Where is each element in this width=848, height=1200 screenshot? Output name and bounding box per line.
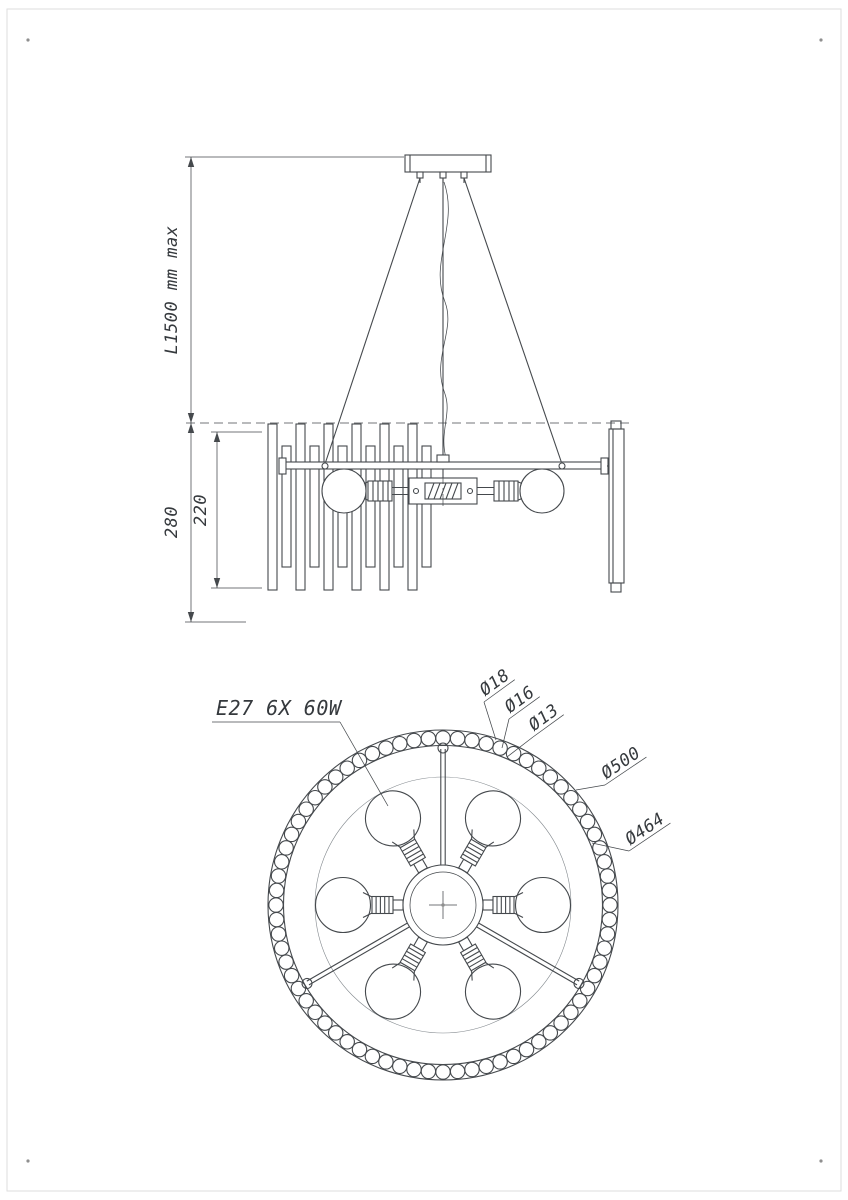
power-cord: [439, 181, 449, 459]
ceiling-canopy: [404, 154, 492, 183]
fixture-frame: [278, 454, 609, 475]
bead-dia-small-text: Ø13: [525, 700, 563, 735]
label-outer-dia: Ø500: [575, 743, 647, 791]
center-hub: [402, 864, 484, 946]
crystal-slat-screen: [267, 423, 432, 591]
lamp-spec-text: E27 6X 60W: [216, 696, 343, 720]
side-elevation-view: L1500 mm max 280 220: [162, 154, 633, 623]
dimension-lines: L1500 mm max 280 220: [162, 156, 404, 623]
bulb-side-right: [477, 468, 565, 514]
label-lamp-spec: E27 6X 60W: [212, 696, 389, 807]
outer-dia-text: Ø500: [598, 743, 645, 784]
ring-side-plate: [608, 420, 625, 593]
dim-suspension-length: L1500 mm max: [162, 225, 182, 354]
dim-overall-height: 280: [162, 506, 182, 538]
inner-dia-text: Ø464: [622, 809, 669, 850]
label-inner-dia: Ø464: [591, 809, 671, 852]
support-spokes: [301, 742, 585, 990]
plan-view: E27 6X 60W Ø18 Ø16 Ø13: [212, 665, 671, 1081]
junction-box: [408, 472, 478, 510]
dimension-arrowheads: [187, 157, 221, 622]
corner-marks: [26, 38, 823, 1163]
outer-ring-circle: [267, 729, 619, 1081]
crystal-bead-ring: [268, 730, 618, 1080]
suspension-wires: [324, 172, 563, 479]
bulb-side-left: [321, 468, 409, 514]
dim-body-height: 220: [191, 494, 211, 526]
bulbs-plan: [314, 790, 572, 1020]
sheet-border: [6, 8, 842, 1192]
